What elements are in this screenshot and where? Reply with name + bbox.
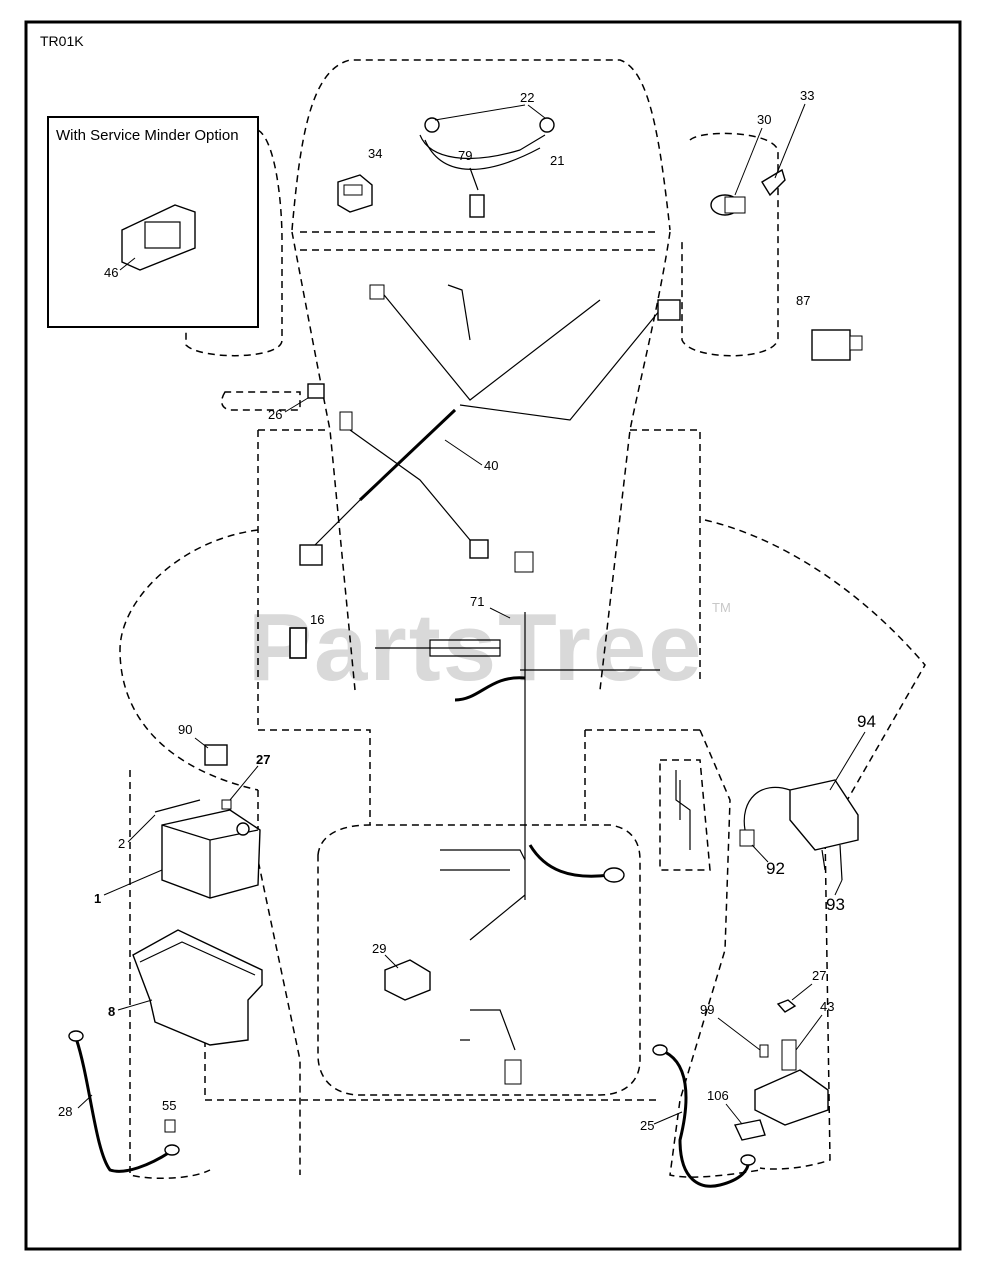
callout-79: 79	[458, 148, 472, 163]
part-28-cable	[68, 1030, 180, 1173]
callout-34: 34	[368, 146, 382, 161]
part-87-solenoid	[811, 329, 863, 361]
part-25-cable	[652, 1044, 756, 1188]
part-34-switch	[337, 174, 373, 213]
callout-30: 30	[757, 112, 771, 127]
part-90	[204, 744, 228, 766]
diagram-code: TR01K	[40, 33, 84, 49]
part-94-module	[739, 779, 859, 881]
callout-33: 33	[800, 88, 814, 103]
part-55-bolt	[164, 1119, 176, 1133]
part-22-headlights	[419, 117, 555, 218]
service-minder-inset: With Service Minder Option	[47, 116, 259, 328]
callout-26: 26	[268, 407, 282, 422]
callout-87: 87	[796, 293, 810, 308]
part-2-bolt	[154, 799, 232, 813]
part-40-harness	[299, 284, 681, 573]
part-8-tray	[132, 929, 263, 1046]
callout-27-right: 27	[812, 968, 826, 983]
tractor-outline	[119, 59, 926, 1180]
inset-title: With Service Minder Option	[56, 127, 239, 144]
callout-94: 94	[857, 712, 876, 731]
part-26-connector	[307, 383, 325, 399]
callout-55: 55	[162, 1098, 176, 1113]
callout-8: 8	[108, 1004, 115, 1019]
callout-29: 29	[372, 941, 386, 956]
part-1-battery	[161, 809, 261, 899]
callout-93: 93	[826, 895, 845, 914]
part-30-ignition-switch	[710, 194, 746, 216]
callout-21: 21	[550, 153, 564, 168]
callout-99: 99	[700, 1002, 714, 1017]
callout-43: 43	[820, 999, 834, 1014]
callout-71: 71	[470, 594, 484, 609]
callout-16: 16	[310, 612, 324, 627]
part-71-harness	[375, 612, 660, 1085]
callout-92: 92	[766, 859, 785, 878]
callout-46: 46	[104, 265, 118, 280]
callout-40: 40	[484, 458, 498, 473]
callout-106: 106	[707, 1088, 729, 1103]
callout-1: 1	[94, 891, 101, 906]
part-43-assembly	[733, 999, 829, 1141]
callout-22: 22	[520, 90, 534, 105]
part-16-switch	[289, 627, 307, 659]
diagram-border	[24, 20, 962, 1251]
callout-28: 28	[58, 1104, 72, 1119]
part-33-bracket	[761, 168, 786, 197]
callout-90: 90	[178, 722, 192, 737]
callouts: 22 79 21 34 30 33 87 46 26 40 71 16 90 2…	[58, 88, 876, 1133]
part-29-relay	[384, 959, 431, 1001]
callout-25: 25	[640, 1118, 654, 1133]
watermark-tm: TM	[712, 600, 731, 615]
callout-2: 2	[118, 836, 125, 851]
callout-27-top: 27	[256, 752, 270, 767]
